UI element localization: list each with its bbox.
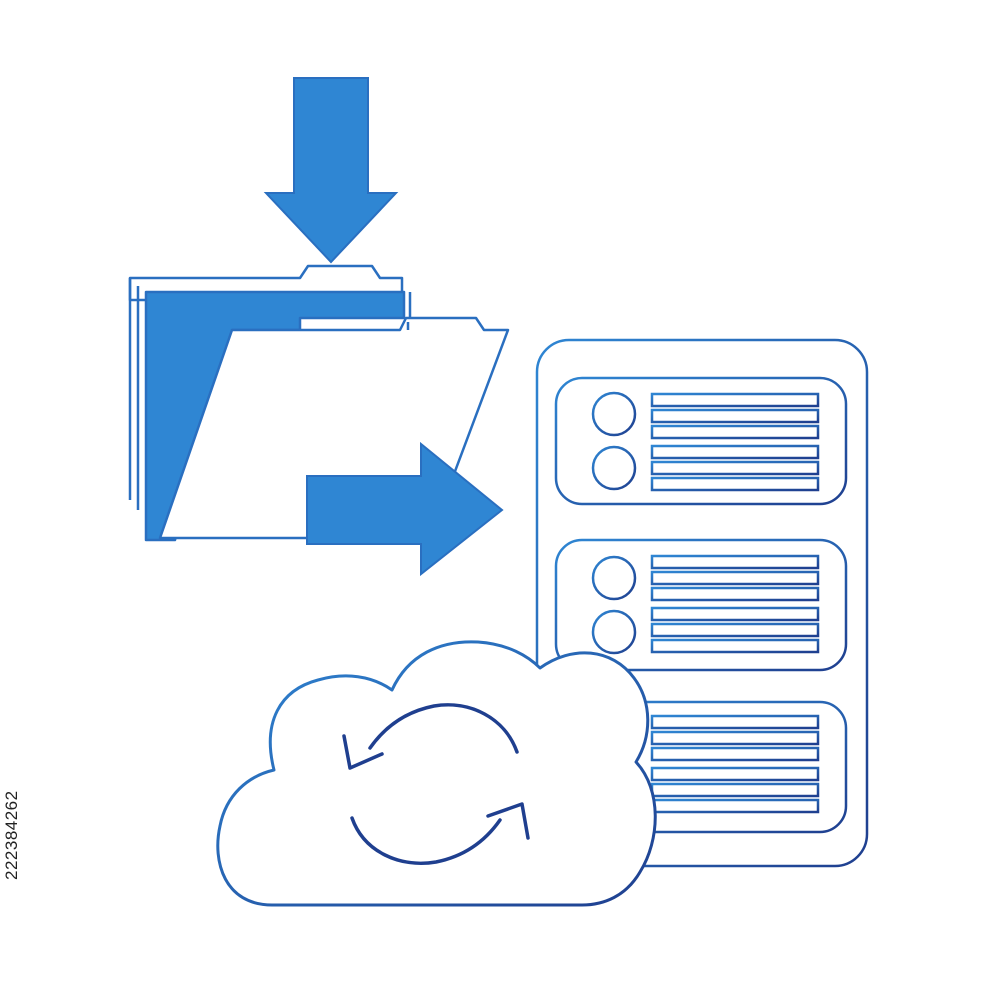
server-unit <box>554 376 848 506</box>
cloud-icon <box>216 640 657 907</box>
arrow-right-icon <box>306 441 504 577</box>
server-unit <box>554 538 848 672</box>
arrow-down-icon <box>263 77 399 264</box>
sync-icon <box>342 703 530 865</box>
